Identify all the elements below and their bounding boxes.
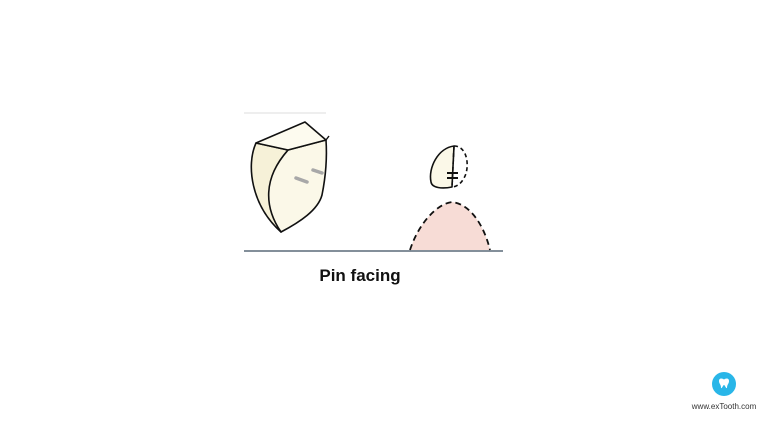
facing-edge bbox=[325, 135, 330, 141]
ridge-outline bbox=[410, 202, 490, 250]
ridge-outline-dashed bbox=[409, 201, 491, 251]
backing-section-dashed bbox=[451, 145, 468, 188]
facing-cross-section bbox=[429, 145, 468, 189]
pin-1 bbox=[294, 176, 309, 184]
watermark-text: www.exTooth.com bbox=[691, 402, 757, 411]
tooth-logo-icon bbox=[712, 372, 736, 396]
diagram-caption: Pin facing bbox=[319, 266, 401, 285]
pin-2 bbox=[311, 168, 324, 175]
watermark: www.exTooth.com bbox=[684, 372, 764, 422]
facing-section-solid bbox=[429, 145, 455, 189]
porcelain-facing-3d bbox=[250, 121, 330, 233]
facing-front-face bbox=[250, 142, 289, 233]
